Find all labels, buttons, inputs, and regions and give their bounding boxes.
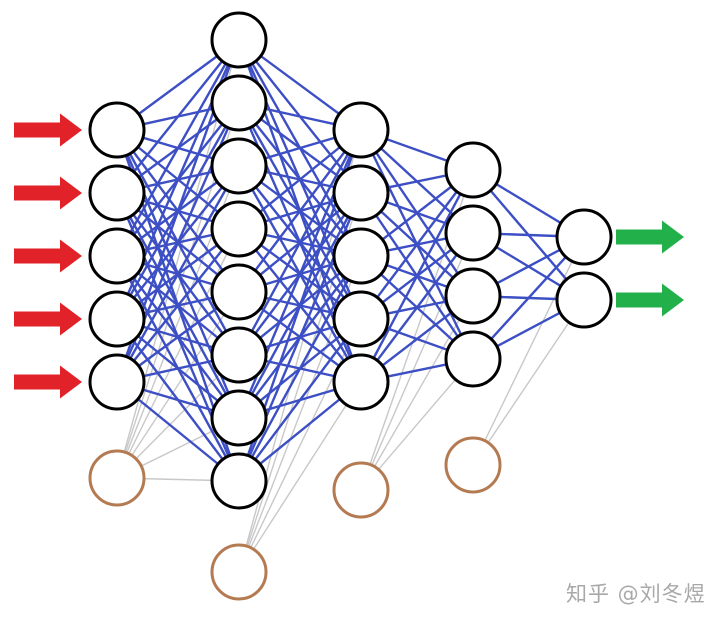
bias-node-l1 xyxy=(88,449,146,507)
io-arrows xyxy=(14,113,684,399)
bias-edge-l1-to-n5 xyxy=(116,291,240,479)
weight-edge-l3-n5-to-n2 xyxy=(360,232,474,383)
neuron-l2-n6 xyxy=(210,326,268,384)
bias-edge-l1-to-n4 xyxy=(116,228,240,479)
weight-edge-l1-n5-to-n4 xyxy=(116,228,240,383)
neuron-l2-n2 xyxy=(210,74,268,132)
bias-edge-l2-to-n4 xyxy=(238,318,362,573)
neuron-l2-n3 xyxy=(210,137,268,195)
input-arrow-2 xyxy=(14,176,82,210)
neuron-l3-n4 xyxy=(332,290,390,348)
input-arrow-5 xyxy=(14,365,82,399)
bias-edge-l3-to-n4 xyxy=(360,358,474,491)
weight-edge-l1-n5-to-n3 xyxy=(115,165,241,383)
neuron-l5-n2 xyxy=(555,271,613,329)
neuron-l3-n3 xyxy=(332,227,390,285)
bias-edge-l4-to-n2 xyxy=(472,299,585,466)
bias-edge-l3-to-n3 xyxy=(360,295,474,491)
bias-node-l2 xyxy=(210,543,268,601)
input-arrow-3 xyxy=(14,239,82,273)
weight-edge-l3-n4-to-n1 xyxy=(360,169,474,320)
weight-edge-l2-n8-to-n3 xyxy=(237,255,363,482)
neuron-l3-n2 xyxy=(332,164,390,222)
bias-edge-l2-to-n5 xyxy=(238,381,362,573)
watermark: 知乎 @刘冬煜 xyxy=(566,582,706,606)
neuron-l1-n3 xyxy=(88,227,146,285)
neuron-l4-n3 xyxy=(444,267,502,325)
neuron-l1-n4 xyxy=(88,290,146,348)
neuron-l2-n7 xyxy=(210,389,268,447)
output-arrow-2 xyxy=(616,283,684,317)
weight-edge-l3-n5-to-n1 xyxy=(359,169,475,383)
neuron-l2-n4 xyxy=(210,200,268,258)
neuron-l2-n1 xyxy=(210,11,268,69)
neuron-l1-n1 xyxy=(88,101,146,159)
weight-edge-l2-n5-to-n1 xyxy=(238,129,362,293)
input-arrow-4 xyxy=(14,302,82,336)
neuron-l1-n5 xyxy=(88,353,146,411)
weight-edge-l2-n6-to-n1 xyxy=(237,129,363,356)
bias-edge-l1-to-n6 xyxy=(116,354,240,479)
neuron-l5-n1 xyxy=(555,208,613,266)
weight-edge-l2-n8-to-n4 xyxy=(238,318,362,482)
neuron-l3-n1 xyxy=(332,101,390,159)
weight-edge-l1-n3-to-n1 xyxy=(115,39,241,257)
input-arrow-1 xyxy=(14,113,82,147)
neurons xyxy=(88,11,613,601)
neuron-l1-n2 xyxy=(88,164,146,222)
neuron-l2-n5 xyxy=(210,263,268,321)
neuron-l3-n5 xyxy=(332,353,390,411)
bias-node-l4 xyxy=(444,436,502,494)
neuron-l2-n8 xyxy=(210,452,268,510)
neuron-l4-n2 xyxy=(444,204,502,262)
neuron-l4-n1 xyxy=(444,141,502,199)
bias-edge-l4-to-n1 xyxy=(472,236,585,466)
weight-edge-l1-n2-to-n1 xyxy=(116,39,240,194)
output-arrow-1 xyxy=(616,220,684,254)
bias-node-l3 xyxy=(332,461,390,519)
neuron-l4-n4 xyxy=(444,330,502,388)
